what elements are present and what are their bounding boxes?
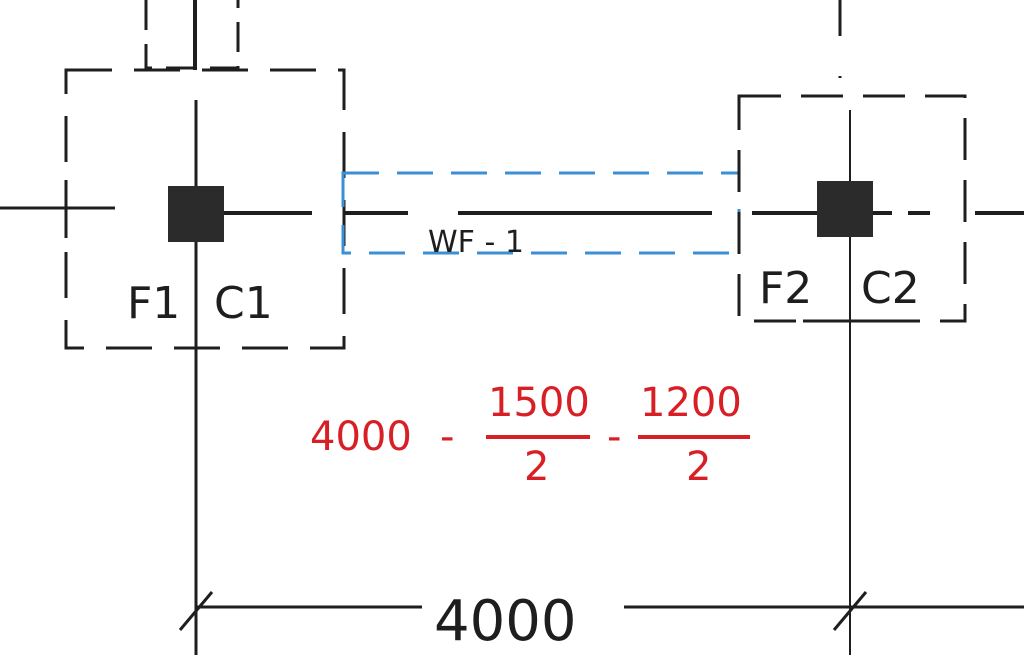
formula-minus-1: - — [440, 414, 454, 460]
footing-f2: F2 C2 — [737, 0, 1024, 655]
column-c1 — [168, 186, 224, 242]
footing-f1-upper-column-outline — [144, 0, 240, 70]
dimension-tick-right — [832, 591, 868, 631]
formula-term1-numerator: 1500 — [488, 380, 590, 426]
beam-wf1: WF - 1 — [341, 171, 741, 260]
dimension-tick-left — [178, 591, 214, 631]
formula-base: 4000 — [310, 414, 412, 460]
column-c2-label: C2 — [861, 263, 920, 314]
footing-f2-label: F2 — [759, 263, 812, 314]
beam-label: WF - 1 — [428, 225, 524, 260]
dimension-value: 4000 — [434, 589, 577, 654]
dimension-line: 4000 — [178, 589, 1024, 654]
formula-term2-numerator: 1200 — [640, 380, 742, 426]
footing-f1-label: F1 — [127, 278, 180, 329]
formula-minus-2: - — [607, 414, 621, 460]
formula-term1-denominator: 2 — [524, 444, 549, 490]
column-c2 — [817, 181, 873, 237]
column-c1-label: C1 — [214, 278, 273, 329]
formula-term2-denominator: 2 — [686, 444, 711, 490]
footing-f1: F1 C1 — [0, 0, 346, 655]
net-span-formula: 4000 - 1500 2 - 1200 2 — [310, 380, 750, 490]
